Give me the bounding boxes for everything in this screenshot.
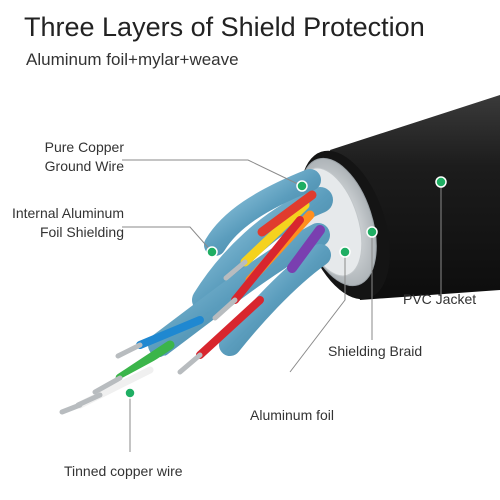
dot-tinned-copper — [124, 387, 136, 399]
tinned-wire-tips — [59, 259, 248, 415]
callout-pvc-jacket: PVC Jacket — [403, 291, 477, 307]
callout-line: Internal Aluminum — [11, 205, 124, 221]
dot-internal-foil — [206, 246, 218, 258]
diagram-title: Three Layers of Shield Protection — [24, 12, 425, 42]
dot-aluminum-foil — [339, 246, 351, 258]
colored-conductors — [76, 190, 325, 409]
diagram-subtitle: Aluminum foil+mylar+weave — [26, 50, 239, 69]
callout-line: Pure Copper — [44, 139, 124, 155]
dot-shielding-braid — [366, 226, 378, 238]
callout-aluminum-foil: Aluminum foil — [250, 407, 335, 423]
leader-lines — [122, 159, 442, 452]
callout-shielding-braid: Shielding Braid — [328, 343, 423, 359]
callout-pure-copper: Pure Copper Ground Wire — [20, 138, 124, 176]
callout-line: Ground Wire — [44, 158, 124, 174]
dot-pvc-jacket — [435, 176, 447, 188]
callout-dots — [124, 176, 447, 399]
callout-internal-foil: Internal Aluminum Foil Shielding — [10, 204, 124, 242]
callout-line: Foil Shielding — [39, 224, 124, 240]
dot-pure-copper — [296, 180, 308, 192]
callout-tinned-copper: Tinned copper wire — [64, 463, 183, 479]
